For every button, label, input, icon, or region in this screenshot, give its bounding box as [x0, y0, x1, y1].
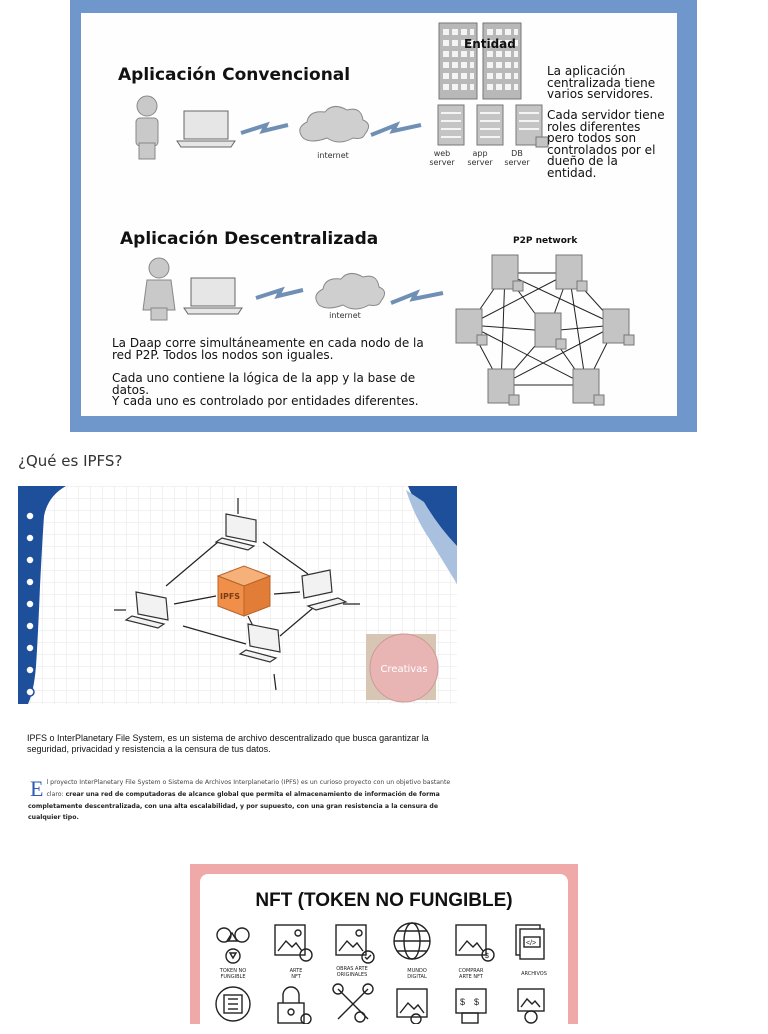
text-line: FUNGIBLE: [220, 974, 246, 980]
nft-caption-buy: COMPRAR ARTE NFT: [441, 968, 501, 980]
diagram-graphics: [135, 22, 635, 406]
connection-bolt-icon: [240, 121, 289, 135]
nft-caption-original: OBRAS ARTE ORIGINALES: [322, 966, 382, 978]
svg-text:$: $: [460, 997, 465, 1007]
entity-description-2: Cada servidor tiene roles diferentes per…: [547, 108, 665, 180]
nft-icons-grid: $ </> $$: [215, 922, 545, 1024]
web-server-label: web server: [427, 149, 457, 167]
nft-caption-token: TOKEN NO FUNGIBLE: [203, 968, 263, 980]
text-line: server: [467, 158, 493, 167]
watermark-text: Creativas: [380, 664, 427, 675]
svg-text:$: $: [474, 997, 479, 1007]
dapp-description-2: Cada uno contiene la lógica de la app y …: [112, 371, 419, 408]
ipfs-illustration: IPFS Creativas: [18, 486, 457, 704]
p2p-network-label: P2P network: [513, 236, 578, 246]
text-line: NFT: [291, 974, 301, 980]
diagram-panel: Aplicación Convencional: [81, 13, 677, 416]
nft-caption-files: ARCHIVOS: [504, 971, 564, 977]
text-line: ARTE NFT: [459, 974, 483, 980]
image-gear-icon: [396, 988, 428, 1024]
original-art-icon: [335, 924, 375, 964]
ipfs-box-icon: [216, 565, 272, 617]
connection-bolt-icon: [370, 121, 422, 137]
text-line: OBRAS ARTE: [336, 966, 368, 972]
server-rack-icon: [437, 104, 549, 148]
user-icon: [142, 257, 176, 321]
text-line: DIGITAL: [407, 974, 427, 980]
money-doc-icon: $$: [455, 988, 487, 1024]
ipfs-network-graphic: IPFS Creativas: [18, 486, 457, 704]
svg-text:</>: </>: [526, 940, 536, 947]
app-server-label: app server: [465, 149, 495, 167]
connection-bolt-icon: [390, 289, 444, 305]
internet-label: internet: [317, 151, 349, 160]
user-icon: [135, 95, 159, 160]
text-line: COMPRAR: [458, 968, 484, 974]
text-line: controlados por el: [547, 142, 656, 157]
certificate-icon: [517, 988, 545, 1024]
text-line: Cada servidor tiene: [547, 108, 665, 122]
svg-text:$: $: [485, 953, 489, 960]
ipfs-description: IPFS o InterPlanetary File System, es un…: [27, 733, 429, 754]
entity-label: Entidad: [464, 37, 516, 51]
text-line: pero todos son: [547, 131, 637, 145]
computer-icon: [124, 513, 348, 663]
quote-intro: l proyecto InterPlanetary File System o …: [46, 779, 451, 798]
internet-label: internet: [329, 311, 361, 320]
text-line: La Daap corre simultáneamente en cada no…: [112, 336, 424, 350]
globe-icon: [393, 922, 431, 960]
text-line: TOKEN NO: [219, 968, 247, 974]
ipfs-box-label: IPFS: [220, 592, 240, 601]
files-icon: </>: [515, 924, 545, 960]
drop-cap: E: [30, 776, 44, 801]
cloud-icon: [299, 106, 369, 143]
text-line: web: [433, 149, 451, 158]
text-line: app: [472, 149, 488, 158]
nft-infographic: NFT (TOKEN NO FUNGIBLE) $ </>: [190, 864, 578, 1034]
text-line: Y cada uno es controlado por entidades d…: [112, 394, 419, 408]
db-server-label: DB server: [502, 149, 532, 167]
tools-icon: [332, 983, 374, 1023]
text-line: server: [429, 158, 455, 167]
conventional-app-title: Aplicación Convencional: [118, 65, 351, 85]
text-line: ARCHIVOS: [521, 971, 547, 977]
cloud-icon: [315, 273, 385, 310]
text-line: ORIGINALES: [336, 972, 368, 978]
p2p-network-graph: [455, 254, 635, 406]
text-line: server: [504, 158, 530, 167]
decentralized-app-diagram: Aplicación Convencional: [70, 0, 697, 432]
laptop-icon: [176, 110, 236, 148]
text-line: Cada uno contiene la lógica de la app y …: [112, 371, 416, 385]
laptop-icon: [183, 277, 243, 315]
art-nft-icon: [274, 924, 313, 962]
text-line: DB: [511, 149, 523, 158]
connection-bolt-icon: [255, 286, 304, 300]
nft-card: [200, 874, 568, 1034]
nft-caption-art: ARTE NFT: [266, 968, 326, 980]
text-line: entidad.: [547, 165, 597, 180]
nft-title: NFT (TOKEN NO FUNGIBLE): [255, 890, 513, 911]
text-line: La aplicación: [547, 64, 626, 78]
chip-icon: [215, 986, 251, 1022]
text-line: datos.: [112, 382, 150, 397]
quote-bold: crear una red de computadoras de alcance…: [28, 790, 440, 822]
creativas-watermark: [369, 633, 439, 703]
dapp-description-1: La Daap corre simultáneamente en cada no…: [112, 336, 424, 362]
text-line: dueño de la: [547, 154, 618, 168]
buildings-icon: [438, 22, 522, 100]
text-line: varios servidores.: [547, 87, 654, 101]
decentralized-app-title: Aplicación Descentralizada: [120, 229, 379, 249]
text-line: MUNDO: [407, 968, 427, 974]
nft-caption-digital: MUNDO DIGITAL: [387, 968, 447, 980]
text-line: ARTE: [289, 968, 303, 974]
ipfs-heading: ¿Qué es IPFS?: [18, 452, 123, 470]
text-line: red P2P. Todos los nodos son iguales.: [112, 347, 334, 362]
entity-description-1: La aplicación centralizada tiene varios …: [547, 64, 656, 101]
text-line: centralizada tiene: [547, 75, 656, 90]
shapes-icon: [216, 927, 250, 964]
lock-icon: [277, 986, 312, 1024]
buy-art-icon: $: [455, 924, 495, 962]
text-line: roles diferentes: [547, 119, 641, 134]
